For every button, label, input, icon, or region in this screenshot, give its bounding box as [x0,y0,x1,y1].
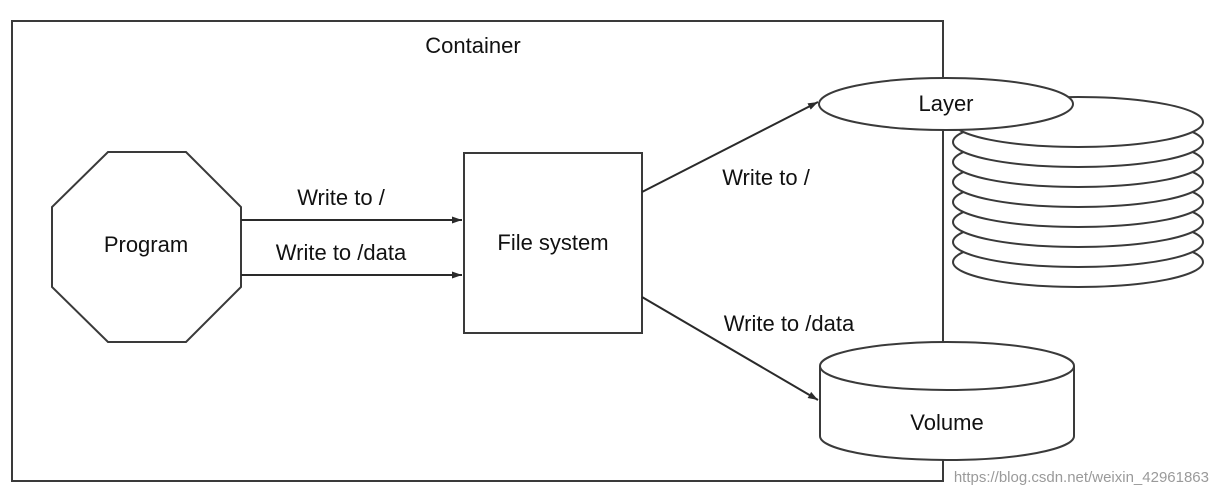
watermark-text: https://blog.csdn.net/weixin_42961863 [954,469,1209,486]
layer-stack [952,96,1204,288]
arrow-label-fs-to-volume: Write to /data [724,311,855,336]
volume-label: Volume [910,410,983,435]
layer-label: Layer [918,91,973,116]
volume-cylinder [819,341,1075,461]
file-system-box [463,152,643,334]
arrow-label-fs-to-layer: Write to / [722,165,811,190]
arrow-label-program-to-fs-root: Write to / [297,185,386,210]
layer-ellipse [818,77,1074,131]
container-label: Container [425,33,520,58]
volume-body [819,366,1075,461]
program-octagon [51,151,242,343]
arrow-fs-to-volume [641,296,819,401]
file-system-label: File system [497,230,608,255]
arrow-fs-to-layer [641,101,819,193]
arrow-label-program-to-fs-data: Write to /data [276,240,407,265]
program-label: Program [104,232,188,257]
container-box [11,20,944,482]
volume-top [819,341,1075,391]
